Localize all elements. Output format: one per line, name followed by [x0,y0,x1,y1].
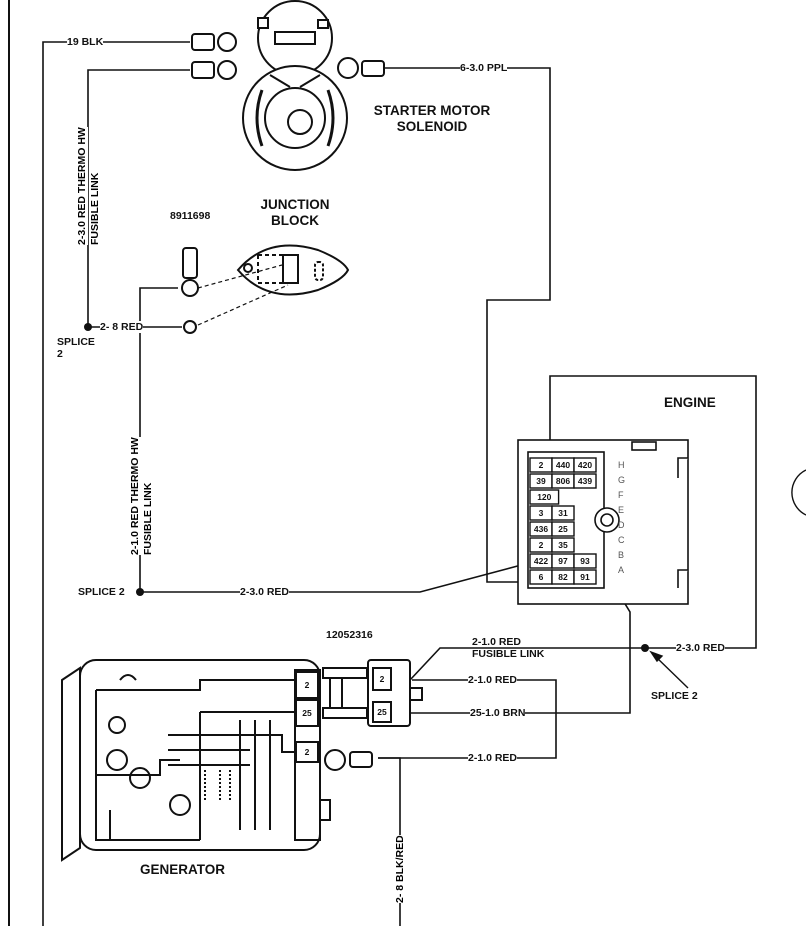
generator-terminal-25: 25 [302,708,312,718]
wire-label-19-blk: 19 BLK [67,36,104,48]
engine-cell-91: 91 [580,572,590,582]
generator-terminal-2-bottom: 2 [304,747,310,757]
wire-label-2-3-red-thermo: 2-3.0 RED THERMO HW [76,127,88,245]
fusible-link-label-1: FUSIBLE LINK [89,172,101,245]
splice-1-line1: SPLICE [57,336,95,348]
wire-label-2-8-red: 2- 8 RED [100,321,144,333]
engine-cell-25: 25 [558,524,568,534]
engine-cell-35: 35 [558,540,568,550]
wire-label-2-1-red-b: 2-1.0 RED [468,674,518,686]
engine-side-letter-H: H [618,460,625,470]
connector-cavity-2: 2 [379,674,385,684]
engine-cell-box [573,473,597,489]
wire-label-6-ppl: 6-3.0 PPL [460,62,508,74]
splice-3-label: SPLICE 2 [651,690,698,702]
engine-cell-806: 806 [555,476,571,486]
engine-side-letter-G: G [618,475,626,485]
engine-cell-box [529,489,560,505]
engine-cell-3: 3 [538,508,544,518]
engine-cell-440: 440 [555,460,571,470]
engine-cell-439: 439 [577,476,593,486]
generator-terminal-2-top: 2 [304,680,310,690]
starter-title-line2: SOLENOID [396,119,468,134]
engine-cell-422: 422 [533,556,549,566]
engine-side-letter-B: B [618,550,625,560]
wire-label-fusible-link-sub: FUSIBLE LINK [472,648,545,660]
wire-label-2-3-red-a: 2-3.0 RED [240,586,290,598]
engine-side-letter-D: D [618,520,625,530]
engine-cell-box [551,521,575,537]
starter-title-line1: STARTER MOTOR [373,103,491,118]
junction-title-line1: JUNCTION [260,197,330,212]
wire-label-2-8-blk-red: 2- 8 BLK/RED [394,835,406,903]
engine-side-letter-F: F [618,490,624,500]
engine-cell-2: 2 [538,540,544,550]
engine-cell-97: 97 [558,556,568,566]
engine-side-letter-A: A [618,565,625,575]
engine-cell-box [551,537,575,553]
engine-cell-box [573,553,597,569]
engine-cell-420: 420 [577,460,593,470]
splice-2-label: SPLICE 2 [78,586,125,598]
generator-title: GENERATOR [140,862,226,877]
engine-cell-436: 436 [533,524,549,534]
engine-cell-box [551,505,575,521]
engine-cell-6: 6 [538,572,544,582]
wire-label-2-1-red-fusible: 2-1.0 RED [472,636,522,648]
wire-label-2-3-red-b: 2-3.0 RED [676,642,726,654]
engine-cell-2: 2 [538,460,544,470]
fusible-link-label-2: FUSIBLE LINK [142,482,154,555]
junction-title-line2: BLOCK [271,213,319,228]
generator-connector-part-number: 12052316 [326,629,373,641]
engine-side-letter-E: E [618,505,625,515]
engine-side-letter-C: C [618,535,625,545]
engine-cell-82: 82 [558,572,568,582]
engine-cell-39: 39 [536,476,546,486]
engine-cell-93: 93 [580,556,590,566]
wire-label-2-1-red-c: 2-1.0 RED [468,752,518,764]
engine-cell-box [573,457,597,473]
engine-cell-box [573,569,597,585]
junction-part-number: 8911698 [170,210,211,222]
engine-title: ENGINE [664,395,716,410]
wire-label-2-1-red-thermo: 2-1.0 RED THERMO HW [129,437,141,555]
wire-label-25-brn: 25-1.0 BRN [470,707,526,719]
connector-cavity-25: 25 [377,707,387,717]
engine-cell-120: 120 [537,492,552,502]
engine-cell-31: 31 [558,508,568,518]
splice-1-line2: 2 [57,348,63,360]
